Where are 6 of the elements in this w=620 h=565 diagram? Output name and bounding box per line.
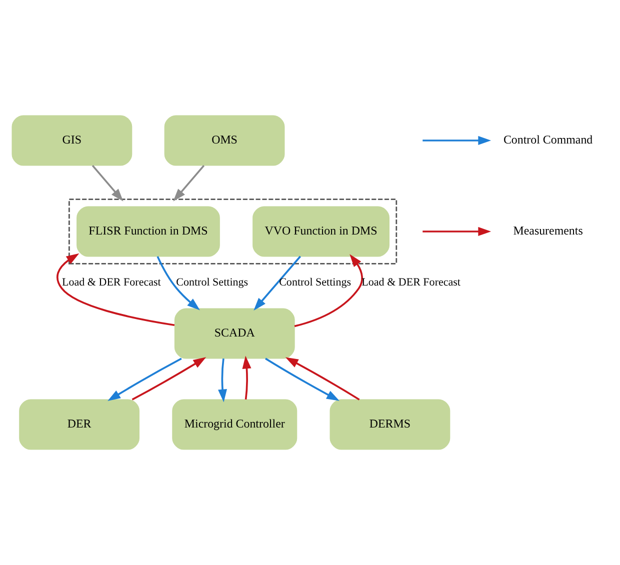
edge-label: Control Settings — [279, 276, 352, 288]
legend-label: Measurements — [513, 224, 583, 238]
edge-label: Load & DER Forecast — [362, 276, 461, 288]
edge-label: Control Settings — [176, 276, 248, 288]
edge-label: Load & DER Forecast — [62, 276, 161, 288]
legend-label: Control Command — [503, 132, 593, 147]
